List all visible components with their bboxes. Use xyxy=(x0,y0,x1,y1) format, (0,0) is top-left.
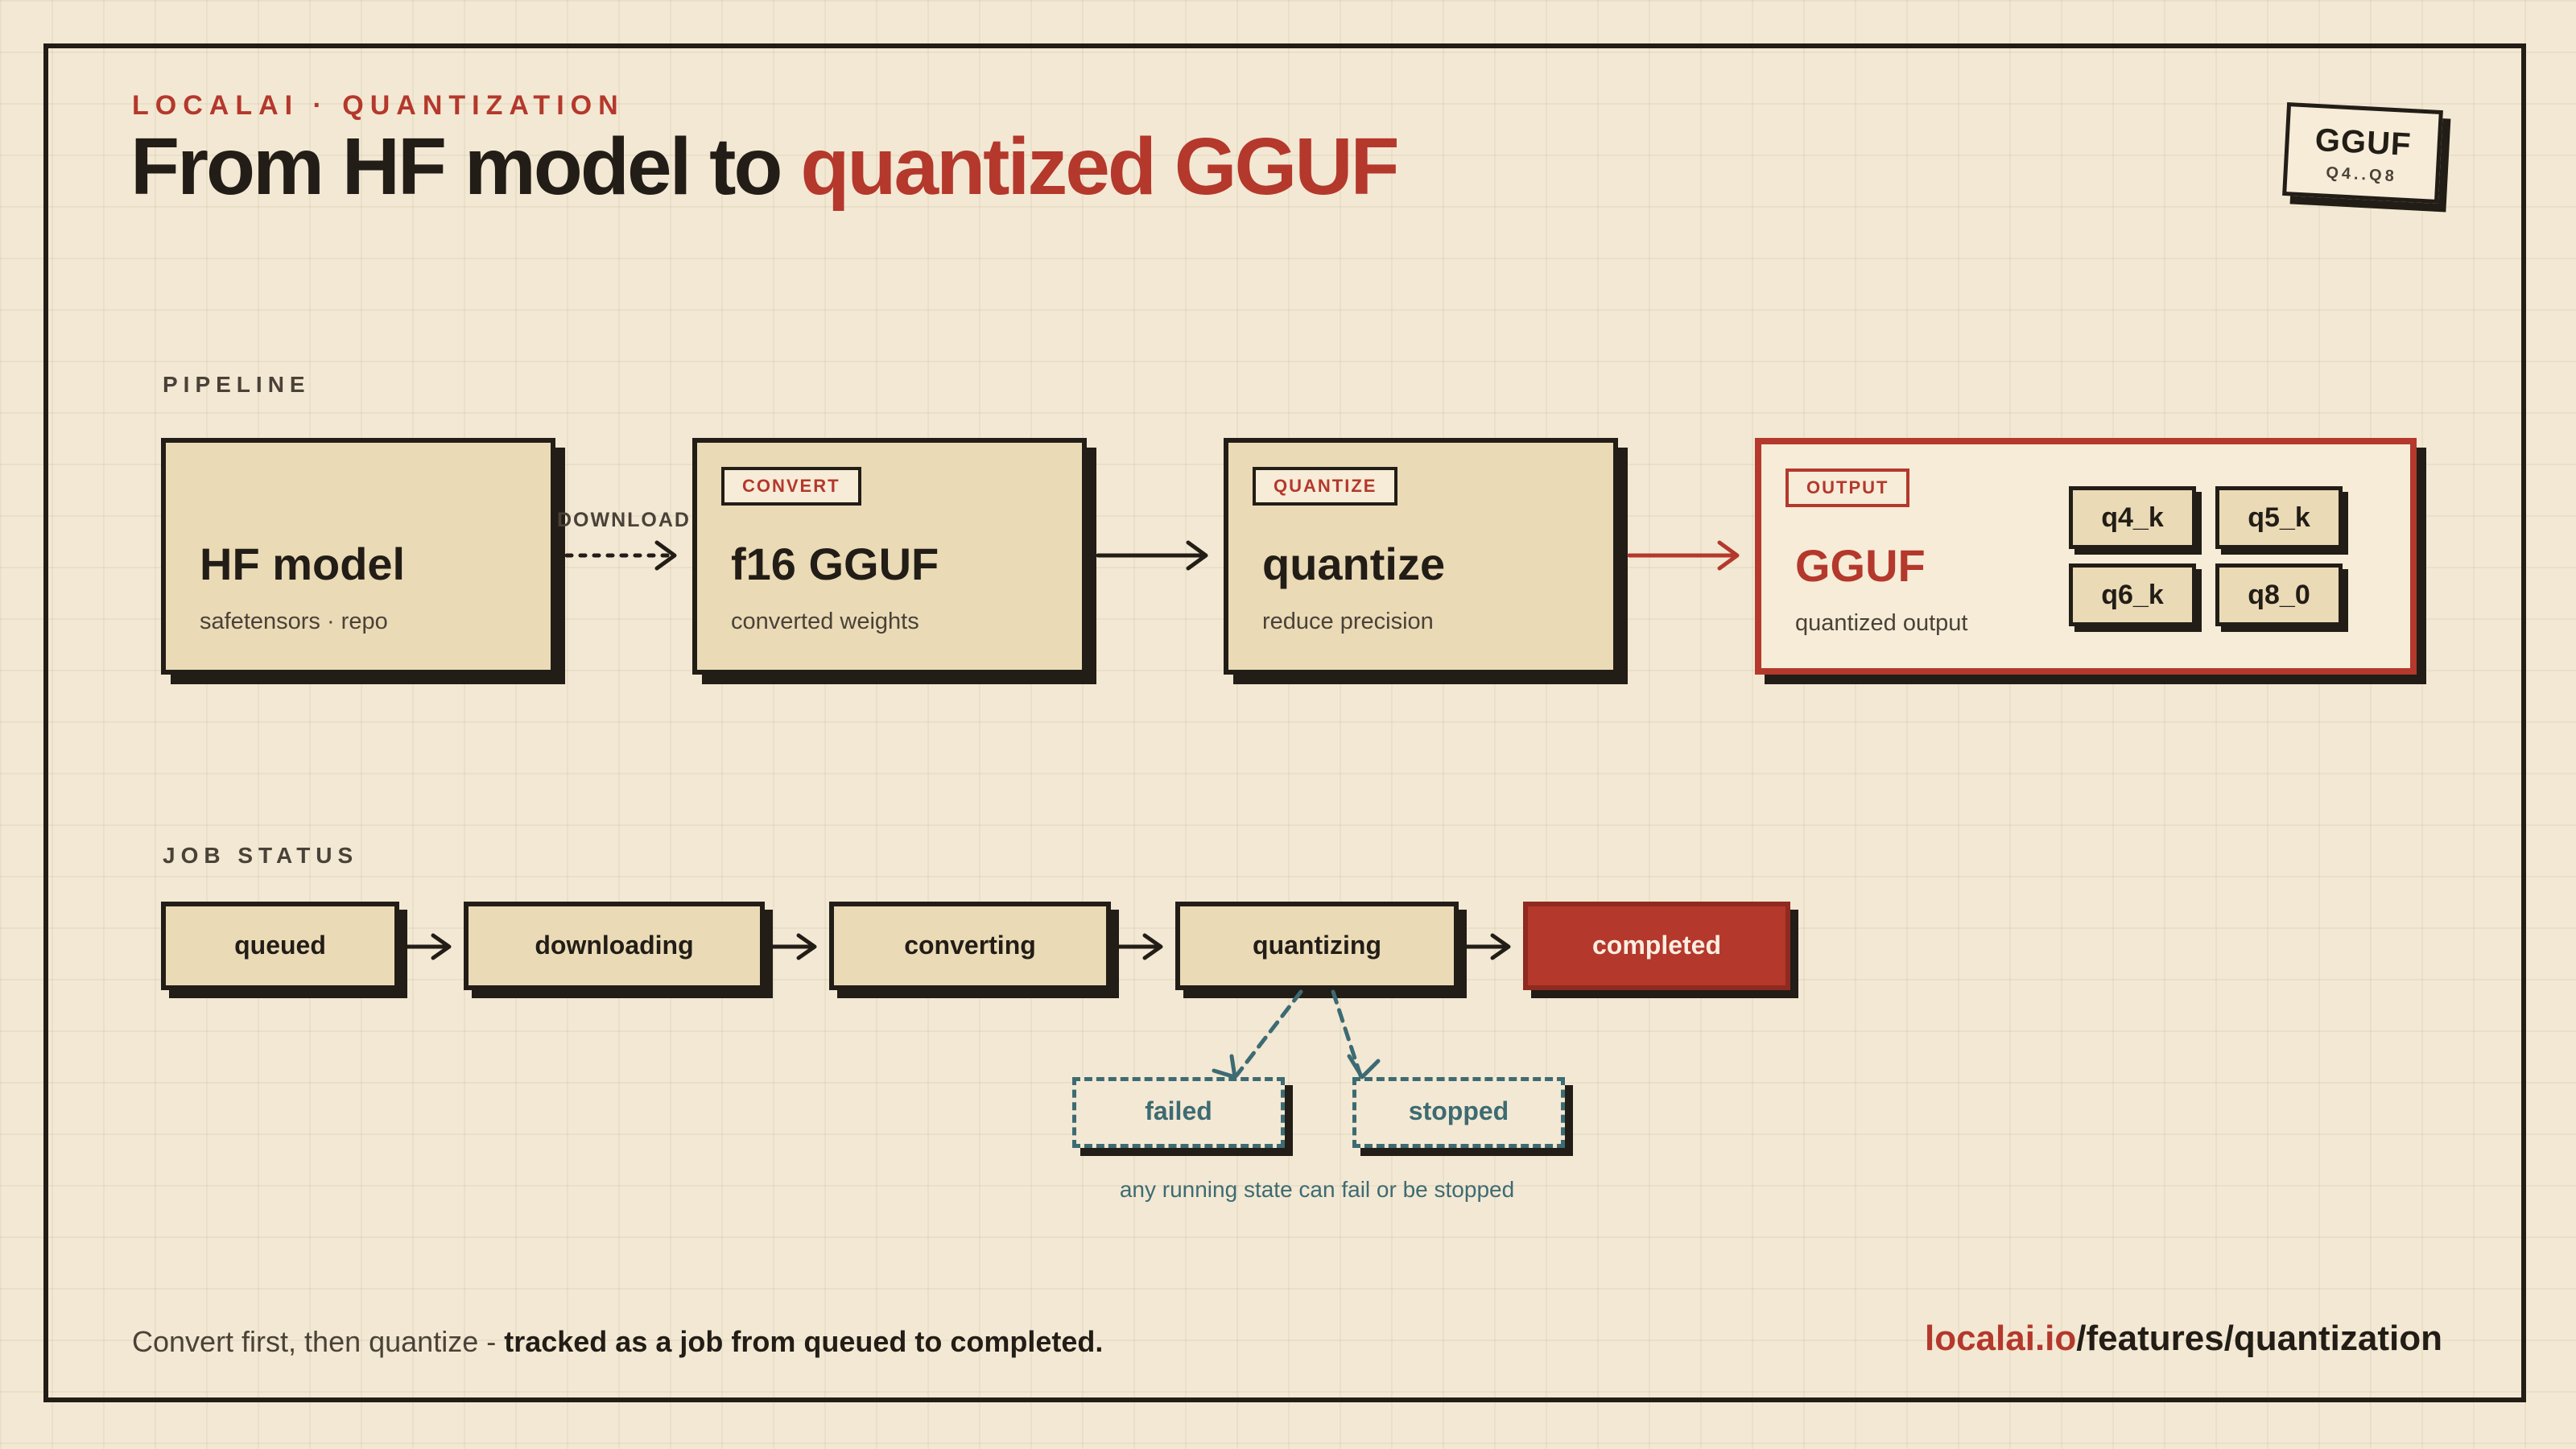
badge-title: GGUF xyxy=(2314,122,2413,163)
title-accent: quantized GGUF xyxy=(800,122,1399,212)
kicker: LOCALAI · QUANTIZATION xyxy=(132,90,625,121)
node-subtitle: quantized output xyxy=(1795,610,1968,636)
hf-model-node: HF model safetensors · repo xyxy=(161,438,555,675)
output-tag: OUTPUT xyxy=(1785,469,1910,507)
page-title: From HF model to quantized GGUF xyxy=(130,121,1400,213)
quantize-tag: QUANTIZE xyxy=(1253,467,1398,506)
status-failed: failed xyxy=(1072,1077,1285,1148)
node-subtitle: safetensors · repo xyxy=(200,609,388,634)
node-subtitle: reduce precision xyxy=(1262,609,1434,634)
node-subtitle: converted weights xyxy=(731,609,919,634)
slide-frame xyxy=(43,43,2526,1402)
quantize-node: QUANTIZE quantize reduce precision xyxy=(1224,438,1618,675)
title-plain: From HF model to xyxy=(130,122,801,212)
status-queued: queued xyxy=(161,902,399,990)
caption-strong: tracked as a job from queued to complete… xyxy=(504,1325,1104,1358)
node-title: HF model xyxy=(200,539,406,589)
convert-tag: CONVERT xyxy=(721,467,861,506)
download-edge-label: DOWNLOAD xyxy=(557,509,691,531)
node-title: f16 GGUF xyxy=(731,539,939,589)
url-path: /features/quantization xyxy=(2076,1319,2442,1358)
footer-url-link[interactable]: localai.io/features/quantization xyxy=(1925,1319,2442,1359)
status-completed: completed xyxy=(1523,902,1790,990)
status-converting: converting xyxy=(829,902,1111,990)
pipeline-section-label: PIPELINE xyxy=(163,372,311,397)
job-status-section-label: JOB STATUS xyxy=(163,843,359,868)
quant-type-chip: q8_0 xyxy=(2215,564,2343,626)
quant-type-chip: q4_k xyxy=(2069,486,2196,549)
gguf-badge: GGUF Q4..Q8 xyxy=(2282,102,2443,204)
status-stopped: stopped xyxy=(1352,1077,1565,1148)
gguf-output-node: OUTPUT GGUF quantized output q4_k q5_k q… xyxy=(1755,438,2417,675)
url-domain: localai.io xyxy=(1924,1319,2077,1358)
node-title: GGUF xyxy=(1795,540,1926,591)
quant-type-chip: q6_k xyxy=(2069,564,2196,626)
f16-gguf-node: CONVERT f16 GGUF converted weights xyxy=(692,438,1087,675)
status-note: any running state can fail or be stopped xyxy=(1119,1177,1515,1202)
badge-subtitle: Q4..Q8 xyxy=(2325,163,2398,186)
status-quantizing: quantizing xyxy=(1175,902,1459,990)
footer-caption: Convert first, then quantize - tracked a… xyxy=(132,1325,1103,1359)
quant-type-chip: q5_k xyxy=(2215,486,2343,549)
caption-plain: Convert first, then quantize - xyxy=(132,1325,505,1358)
status-downloading: downloading xyxy=(464,902,765,990)
node-title: quantize xyxy=(1262,539,1446,589)
